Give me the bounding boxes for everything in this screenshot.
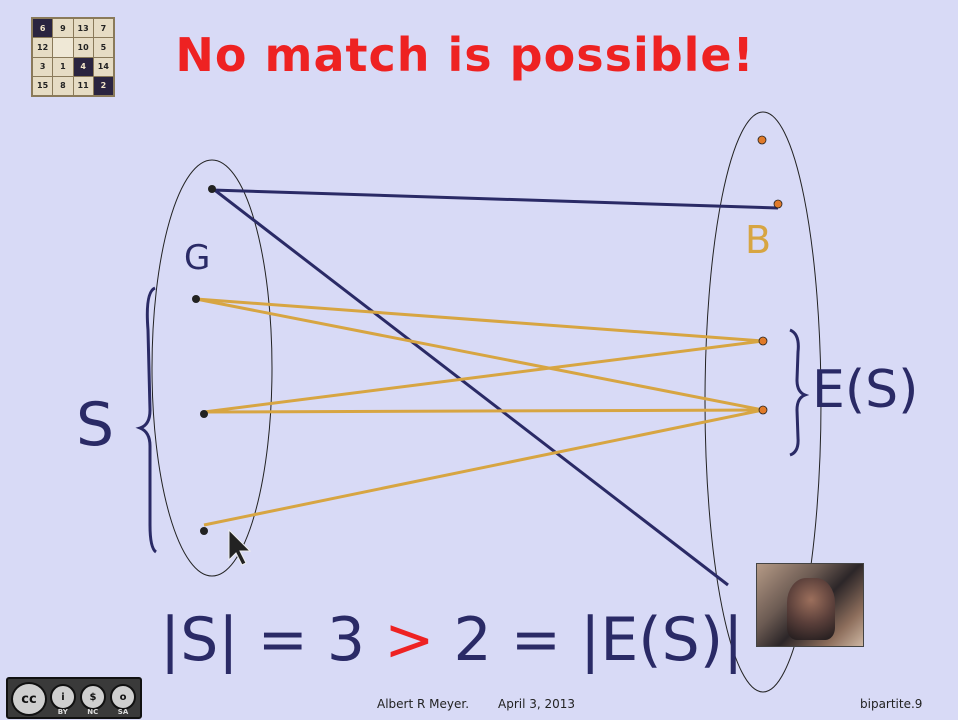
puzzle-tile: 9 [53,19,73,38]
edge-gold [203,408,764,414]
label-s: S [76,390,115,460]
left-vertex [192,295,200,303]
footer-author: Albert R Meyer. [377,697,470,711]
equation: |S| = 3 > 2 = |E(S)| [160,605,743,675]
edge-gold [203,339,764,414]
puzzle-logo: 6 9 13 7 12 10 5 3 1 4 14 15 8 11 2 [31,17,115,97]
attribution-icon: i [50,684,76,710]
right-vertex [757,135,767,145]
edge-gold [203,408,764,527]
license-label: SA [117,708,129,716]
right-vertex [758,336,768,346]
edge-navy [211,186,729,587]
equation-lhs: |S| = 3 [160,605,385,675]
cc-main-icon: cc [11,682,47,716]
edge-gold [195,297,764,412]
right-vertex [758,405,768,415]
puzzle-tile: 10 [73,38,93,57]
puzzle-tile: 5 [93,38,113,57]
left-ellipse [151,159,273,577]
edge-gold [195,297,764,343]
webcam-overlay [756,563,864,647]
slide-title: No match is possible! [175,28,755,82]
puzzle-tile: 1 [53,57,73,76]
puzzle-tile: 6 [33,19,53,38]
footer-date: April 3, 2013 [498,697,576,711]
right-vertex [773,199,783,209]
label-g: G [184,238,211,278]
puzzle-tile: 8 [53,76,73,95]
edge-navy [211,188,779,210]
puzzle-tile [53,38,73,57]
puzzle-tile: 12 [33,38,53,57]
puzzle-tile: 4 [73,57,93,76]
puzzle-tile: 13 [73,19,93,38]
puzzle-tile: 14 [93,57,113,76]
label-b: B [745,218,772,262]
license-label: BY [57,708,68,716]
puzzle-tile: 3 [33,57,53,76]
s-brace [135,286,158,554]
label-es: E(S) [812,360,919,420]
noncommercial-icon: $ [80,684,106,710]
creative-commons-icon: cc i $ o BY NC SA [6,677,142,719]
left-vertex [200,527,208,535]
right-ellipse [704,111,822,693]
es-brace [789,328,810,457]
presenter-figure [787,578,835,640]
mouse-cursor-icon [228,528,252,566]
sharealike-icon: o [110,684,136,710]
equation-rhs: 2 = |E(S)| [434,605,744,675]
puzzle-tile: 2 [93,76,113,95]
footer-slide-id: bipartite.9 [860,697,923,711]
left-vertex [200,410,208,418]
equation-greater-than: > [384,605,435,675]
puzzle-tile: 15 [33,76,53,95]
license-labels: BY NC SA [48,708,138,716]
puzzle-tile: 11 [73,76,93,95]
left-vertex [208,185,216,193]
license-label: NC [87,708,99,716]
puzzle-tile: 7 [93,19,113,38]
